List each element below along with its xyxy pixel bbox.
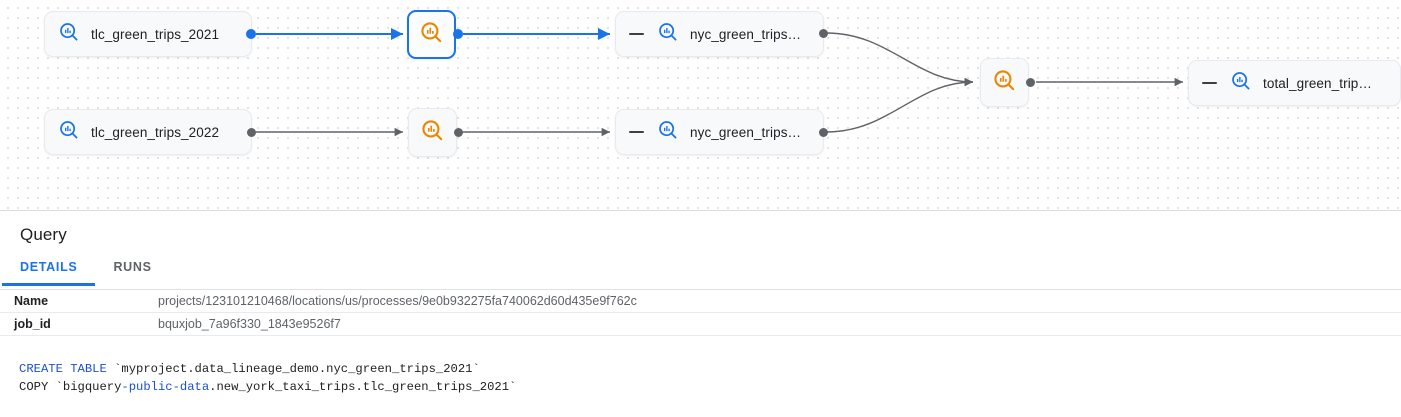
node-label: nyc_green_trips… — [690, 124, 802, 140]
node-table-tlc-green-trips-2021[interactable]: tlc_green_trips_2021 — [44, 11, 252, 57]
bigquery-table-icon — [657, 21, 679, 48]
node-table-nyc-green-trips-1[interactable]: nyc_green_trips… — [615, 11, 824, 57]
detail-panel: Query DETAILS RUNS Name projects/1231012… — [0, 211, 1401, 417]
bigquery-table-icon — [58, 119, 80, 146]
detail-label-job-id: job_id — [14, 317, 51, 331]
collapse-toggle-icon[interactable] — [629, 33, 644, 35]
sql-text: .new_york_taxi_trips.tlc_green_trips_202… — [209, 380, 517, 394]
node-label: tlc_green_trips_2022 — [91, 124, 220, 140]
sql-text: `myproject.data_lineage_demo.nyc_green_t… — [106, 362, 480, 376]
lineage-process-icon — [419, 20, 444, 50]
node-process-2[interactable] — [408, 108, 457, 157]
bigquery-table-icon — [657, 119, 679, 146]
port-out-process-2[interactable] — [454, 128, 463, 137]
node-table-nyc-green-trips-2[interactable]: nyc_green_trips… — [615, 109, 824, 155]
port-out-tlc-2021[interactable] — [246, 29, 256, 39]
tab-bar: DETAILS RUNS — [0, 258, 1401, 290]
node-label: tlc_green_trips_2021 — [91, 26, 220, 42]
port-out-nyc-2[interactable] — [819, 128, 828, 137]
lineage-process-icon — [992, 68, 1017, 98]
node-label: nyc_green_trips… — [690, 26, 802, 42]
detail-label-name: Name — [14, 294, 49, 308]
table-row: Name projects/123101210468/locations/us/… — [0, 290, 1401, 313]
collapse-toggle-icon[interactable] — [629, 131, 644, 133]
port-out-process-3[interactable] — [1026, 78, 1035, 87]
sql-text: COPY `bigquery — [19, 380, 122, 394]
sql-keyword: -public-data — [121, 380, 210, 394]
node-table-tlc-green-trips-2022[interactable]: tlc_green_trips_2022 — [44, 109, 252, 155]
details-table: Name projects/123101210468/locations/us/… — [0, 290, 1401, 336]
panel-divider — [0, 210, 1401, 211]
collapse-toggle-icon[interactable] — [1202, 82, 1217, 84]
node-process-selected[interactable] — [407, 10, 456, 59]
table-row: job_id bquxjob_7a96f330_1843e9526f7 — [0, 313, 1401, 336]
sql-query-block[interactable]: CREATE TABLE `myproject.data_lineage_dem… — [0, 360, 1401, 396]
bigquery-table-icon — [58, 21, 80, 48]
bigquery-table-icon — [1230, 70, 1252, 97]
node-table-total-green-trips[interactable]: total_green_trip… — [1188, 60, 1401, 106]
sql-keyword: CREATE TABLE — [19, 362, 107, 376]
port-out-nyc-1[interactable] — [819, 29, 828, 38]
port-out-tlc-2022[interactable] — [247, 128, 256, 137]
edge-nyc2-proc3 — [825, 77, 974, 133]
sql-line: COPY `bigquery-public-data.new_york_taxi… — [19, 378, 1401, 396]
detail-value-job-id: bquxjob_7a96f330_1843e9526f7 — [158, 317, 341, 331]
lineage-graph-canvas[interactable]: tlc_green_trips_2021 nyc_green_tr — [0, 0, 1401, 210]
node-process-3[interactable] — [980, 58, 1029, 107]
page-title: Query — [20, 225, 67, 244]
detail-value-name: projects/123101210468/locations/us/proce… — [158, 294, 637, 308]
node-label: total_green_trip… — [1263, 75, 1373, 91]
lineage-process-icon — [420, 118, 445, 148]
edge-nyc1-proc3 — [825, 32, 974, 87]
tab-runs[interactable]: RUNS — [113, 260, 152, 274]
port-out-process-1[interactable] — [453, 29, 463, 39]
sql-line: CREATE TABLE `myproject.data_lineage_dem… — [19, 360, 1401, 378]
tab-details[interactable]: DETAILS — [2, 258, 96, 286]
